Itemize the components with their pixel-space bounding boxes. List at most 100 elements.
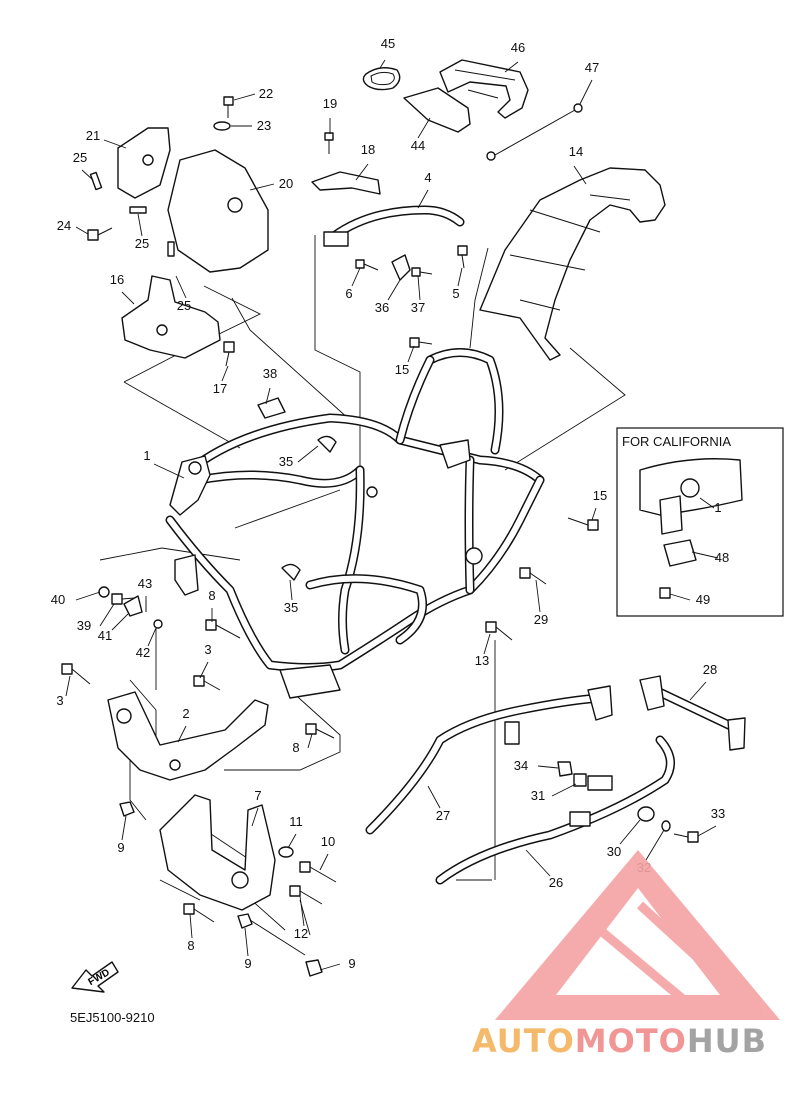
- callout-label: 7: [254, 788, 261, 803]
- leader-line: [249, 183, 275, 191]
- part-11-washer: [278, 846, 294, 858]
- california-inset: FOR CALIFORNIA: [616, 427, 784, 617]
- part-10-bolt: [299, 861, 337, 883]
- watermark-text: AUTOMOTOHUB: [472, 1022, 767, 1060]
- part-8-bolt: [205, 619, 241, 639]
- part-23-washer: [213, 121, 231, 131]
- leader-line: [483, 633, 491, 655]
- callout-c1: 1: [143, 448, 185, 479]
- callout-label: 14: [569, 144, 583, 159]
- part-8-bolt-lower: [305, 723, 335, 739]
- leader-line: [355, 163, 369, 181]
- callout-c47: 47: [579, 60, 599, 105]
- leader-line: [287, 833, 297, 849]
- fwd-arrow: FWD: [71, 961, 119, 993]
- callout-label: 26: [549, 875, 563, 890]
- leader-line: [121, 291, 135, 305]
- callout-c21: 21: [86, 128, 127, 149]
- leader-line: [691, 551, 719, 559]
- callout-label: 18: [361, 142, 375, 157]
- part-12-bolt: [289, 885, 323, 905]
- callout-label: 9: [117, 840, 124, 855]
- callout-label: 8: [208, 588, 215, 603]
- callout-c19: 19: [323, 96, 337, 134]
- leader-line: [551, 783, 577, 797]
- leader-line: [573, 165, 587, 185]
- leader-line: [504, 61, 519, 73]
- leader-line: [81, 169, 94, 181]
- callout-label: 8: [292, 740, 299, 755]
- callout-label: 9: [244, 956, 251, 971]
- callout-c15b: 15: [591, 488, 607, 521]
- callout-label: 2: [182, 706, 189, 721]
- callout-label: 37: [411, 300, 425, 315]
- callout-c6: 6: [345, 267, 361, 301]
- callout-label: 23: [257, 118, 271, 133]
- part-4-crossmember: [323, 205, 465, 247]
- leader-line: [319, 963, 341, 971]
- leader-line: [535, 579, 541, 613]
- leader-line: [619, 819, 641, 845]
- part-42-pin: [153, 619, 163, 629]
- part-32-washer: [661, 820, 671, 832]
- leader-line: [427, 785, 441, 809]
- leader-line: [417, 275, 421, 301]
- callout-label: 44: [411, 138, 425, 153]
- inset-title: FOR CALIFORNIA: [622, 434, 731, 449]
- callout-c2: 2: [177, 706, 190, 743]
- part-20-cover: [167, 149, 269, 273]
- watermark-moto: MOTO: [575, 1022, 687, 1060]
- callout-c15a: 15: [395, 345, 415, 377]
- callout-c24: 24: [57, 218, 89, 235]
- part-15-bolt: [409, 337, 433, 348]
- part-17-bolt: [223, 341, 235, 367]
- leader-line: [319, 853, 329, 871]
- callout-c8b: 8: [292, 733, 313, 755]
- leader-line: [699, 497, 715, 509]
- callout-c23: 23: [231, 118, 271, 133]
- leader-line: [645, 829, 665, 861]
- callout-label: 12: [294, 926, 308, 941]
- part-14-rear-frame: [479, 167, 666, 361]
- part-47-wire: [486, 103, 583, 161]
- leader-line: [417, 189, 429, 209]
- leader-line: [387, 279, 401, 301]
- leader-line: [153, 463, 185, 479]
- callout-label: 19: [323, 96, 337, 111]
- leader-line: [379, 59, 386, 69]
- callout-c5: 5: [452, 267, 463, 301]
- watermark-triangle: [495, 850, 780, 1020]
- callout-label: 10: [321, 834, 335, 849]
- part-44-cover: [403, 87, 471, 133]
- callout-c13: 13: [475, 633, 491, 668]
- callout-c12: 12: [294, 895, 308, 941]
- callout-c9b: 9: [244, 927, 252, 971]
- reference-lines: [99, 235, 626, 956]
- leader-line: [111, 613, 129, 631]
- callout-label: 27: [436, 808, 450, 823]
- leader-line: [233, 93, 256, 101]
- leader-line: [689, 681, 707, 701]
- part-37-bolt: [411, 267, 433, 277]
- callout-c34: 34: [514, 758, 559, 773]
- callout-label: 22: [259, 86, 273, 101]
- part-41-bracket: [123, 595, 143, 617]
- leader-line: [697, 825, 717, 837]
- callout-label: 6: [345, 286, 352, 301]
- callout-label: 15: [395, 362, 409, 377]
- leader-line: [457, 267, 463, 287]
- leader-line: [121, 815, 127, 841]
- part-46-bracket: [439, 59, 529, 119]
- callout-c14: 14: [569, 144, 587, 185]
- callout-c18: 18: [355, 142, 375, 181]
- callout-label: 41: [98, 628, 112, 643]
- callout-label: 25: [135, 236, 149, 251]
- leader-line: [99, 603, 115, 627]
- callout-c9c: 9: [319, 956, 356, 971]
- callout-c39: 39: [77, 603, 115, 633]
- part-28-bar: [639, 675, 746, 751]
- part-26-rail: [435, 735, 675, 885]
- leader-line: [75, 591, 101, 601]
- callout-label: 49: [696, 592, 710, 607]
